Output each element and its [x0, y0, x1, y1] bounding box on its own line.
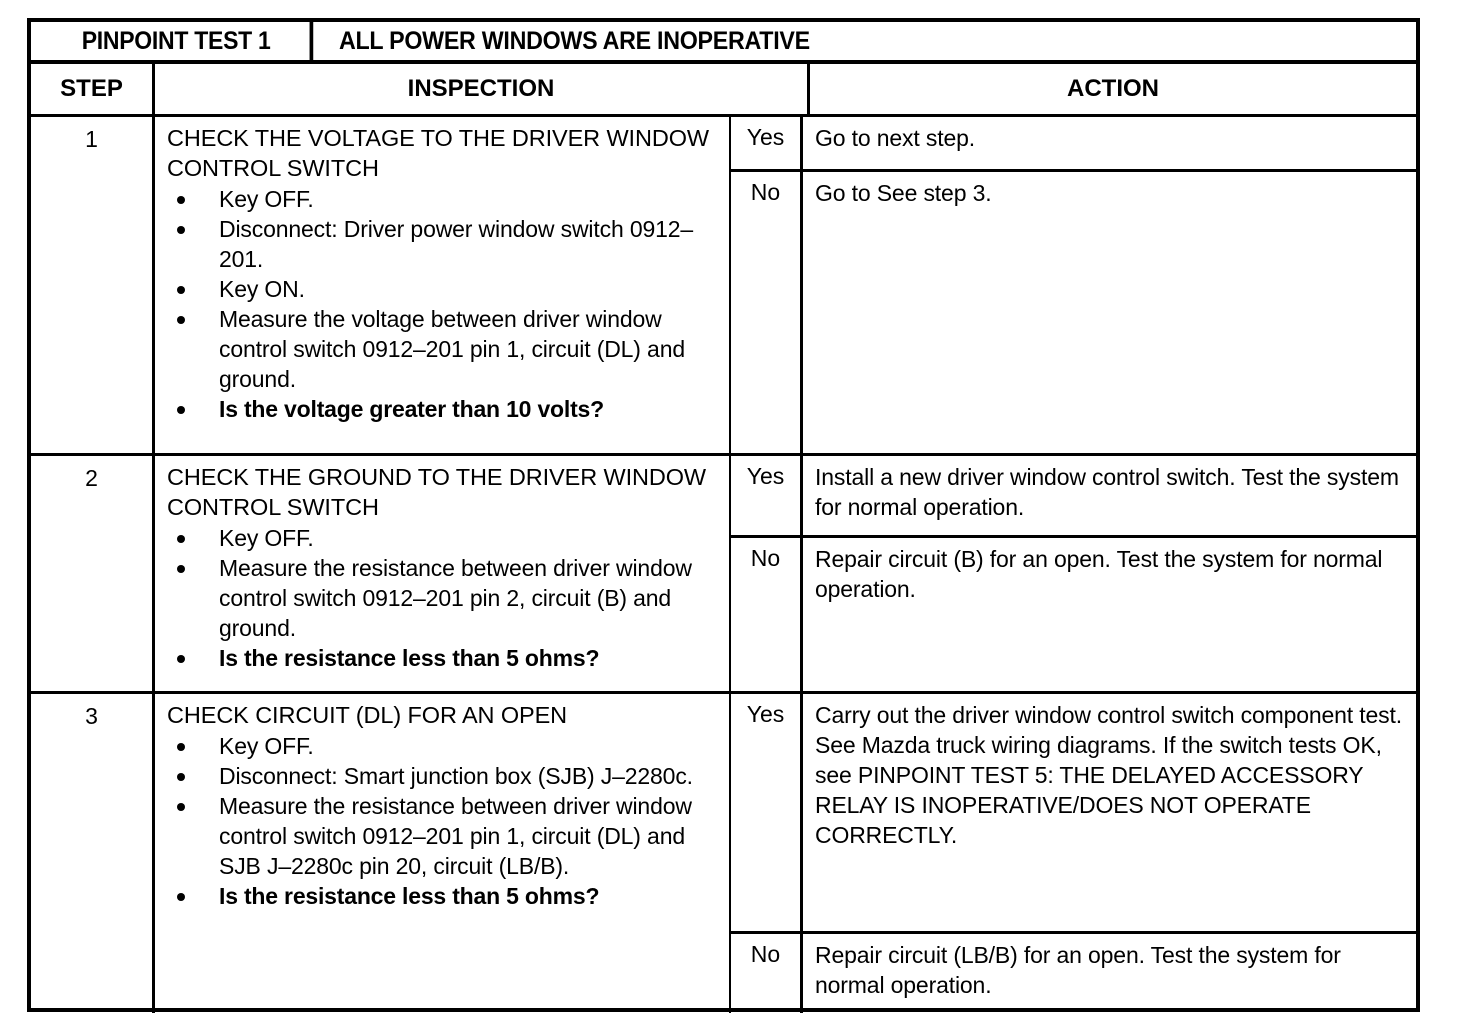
- answer-action-text: Go to next step.: [815, 125, 975, 151]
- answer-action-text: Repair circuit (B) for an open. Test the…: [815, 545, 1383, 602]
- pinpoint-test-description-text: ALL POWER WINDOWS ARE INOPERATIVE: [339, 26, 810, 55]
- table-column-header-row: STEP INSPECTION ACTION: [31, 64, 1416, 117]
- column-header-inspection: INSPECTION: [155, 64, 810, 114]
- inspection-cell: CHECK THE GROUND TO THE DRIVER WINDOW CO…: [155, 456, 731, 691]
- answer-label-no: No: [731, 934, 803, 1013]
- inspection-bullet: Key OFF.: [167, 523, 719, 553]
- inspection-bullet: Measure the resistance between driver wi…: [167, 553, 719, 643]
- action-answer-row: No Go to See step 3.: [731, 171, 1416, 453]
- inspection-bullet: Measure the voltage between driver windo…: [167, 304, 719, 394]
- inspection-bullet: Key ON.: [167, 274, 719, 304]
- inspection-bullet: Disconnect: Smart junction box (SJB) J–2…: [167, 761, 719, 791]
- pinpoint-test-table: PINPOINT TEST 1 ALL POWER WINDOWS ARE IN…: [27, 18, 1420, 1013]
- step-number: 1: [31, 117, 155, 453]
- answer-label-yes: Yes: [731, 117, 803, 169]
- answer-label-yes: Yes: [731, 694, 803, 931]
- answer-label-yes: Yes: [731, 456, 803, 535]
- inspection-bullet-list: Key OFF.Disconnect: Driver power window …: [167, 184, 719, 424]
- step-number: 2: [31, 456, 155, 691]
- inspection-bullet-list: Key OFF.Disconnect: Smart junction box (…: [167, 731, 719, 911]
- inspection-bullet: Is the resistance less than 5 ohms?: [167, 881, 719, 911]
- inspection-title: CHECK CIRCUIT (DL) FOR AN OPEN: [167, 702, 568, 728]
- answer-action-text: Go to See step 3.: [815, 179, 992, 206]
- table-title-row: PINPOINT TEST 1 ALL POWER WINDOWS ARE IN…: [31, 22, 1416, 64]
- inspection-bullet: Is the voltage greater than 10 volts?: [167, 394, 719, 424]
- inspection-cell: CHECK CIRCUIT (DL) FOR AN OPEN Key OFF.Di…: [155, 694, 731, 1013]
- inspection-bullet: Key OFF.: [167, 731, 719, 761]
- answer-action-text: Carry out the driver window control swit…: [815, 702, 1402, 848]
- step-number: 3: [31, 694, 155, 1013]
- table-row: 3 CHECK CIRCUIT (DL) FOR AN OPEN Key OFF.D…: [31, 694, 1416, 1013]
- pinpoint-test-description: ALL POWER WINDOWS ARE INOPERATIVE: [325, 22, 1416, 60]
- action-answer-row: Yes Go to next step.: [731, 117, 1416, 172]
- inspection-bullet: Measure the resistance between driver wi…: [167, 791, 719, 881]
- column-header-action: ACTION: [1067, 75, 1159, 102]
- answer-action-text: Install a new driver window control swit…: [815, 464, 1399, 520]
- inspection-title: CHECK THE VOLTAGE TO THE DRIVER WINDOW C…: [167, 125, 709, 181]
- pinpoint-test-id: PINPOINT TEST 1: [43, 22, 314, 60]
- column-header-step: STEP: [31, 64, 155, 114]
- answer-action-text: Repair circuit (LB/B) for an open. Test …: [815, 942, 1341, 998]
- inspection-bullet: Is the resistance less than 5 ohms?: [167, 643, 719, 673]
- inspection-bullet-list: Key OFF.Measure the resistance between d…: [167, 523, 719, 673]
- inspection-cell: CHECK THE VOLTAGE TO THE DRIVER WINDOW C…: [155, 117, 731, 453]
- answer-label-no: No: [731, 171, 803, 453]
- inspection-bullet: Disconnect: Driver power window switch 0…: [167, 214, 719, 274]
- action-cell: Yes Go to next step. No Go to See step 3.: [731, 117, 1416, 453]
- answer-label-no: No: [731, 537, 803, 691]
- inspection-bullet: Key OFF.: [167, 184, 719, 214]
- inspection-title: CHECK THE GROUND TO THE DRIVER WINDOW CO…: [167, 464, 707, 520]
